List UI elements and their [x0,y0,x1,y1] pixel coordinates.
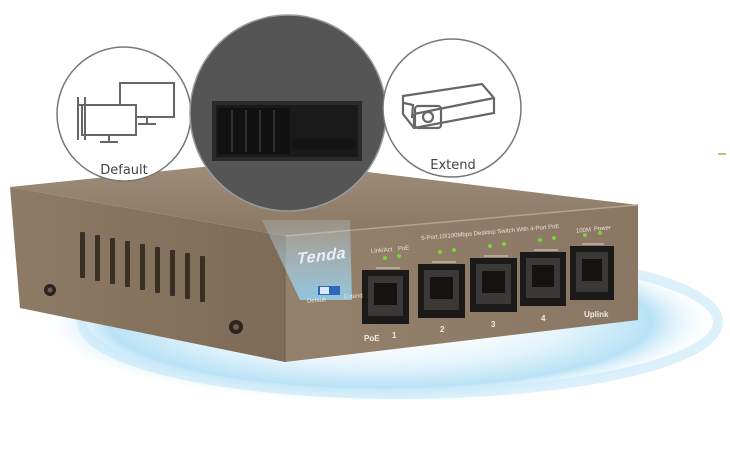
default-label: Default [100,163,148,178]
port-label-uplink: Uplink [584,310,609,319]
callout-extend [382,38,522,178]
port-label-2: 2 [440,325,445,334]
vent-slots [80,232,205,302]
security-camera-icon [401,82,496,130]
led-label-poe: PoE [397,245,410,253]
ethernet-ports [362,243,614,324]
port-label-1: 1 [392,331,397,340]
highlight-beam [262,220,352,300]
port-label-3: 3 [491,320,496,329]
switch-side-panel [10,187,285,362]
dip-switch-closeup [212,101,362,161]
port-label-poe: PoE [364,334,380,343]
callout-default [56,46,192,182]
extend-label: Extend [430,158,476,173]
status-leds [383,231,602,260]
computer-monitors-icon [77,82,175,143]
port-label-4: 4 [541,314,546,323]
callout-switch-closeup [189,14,387,212]
